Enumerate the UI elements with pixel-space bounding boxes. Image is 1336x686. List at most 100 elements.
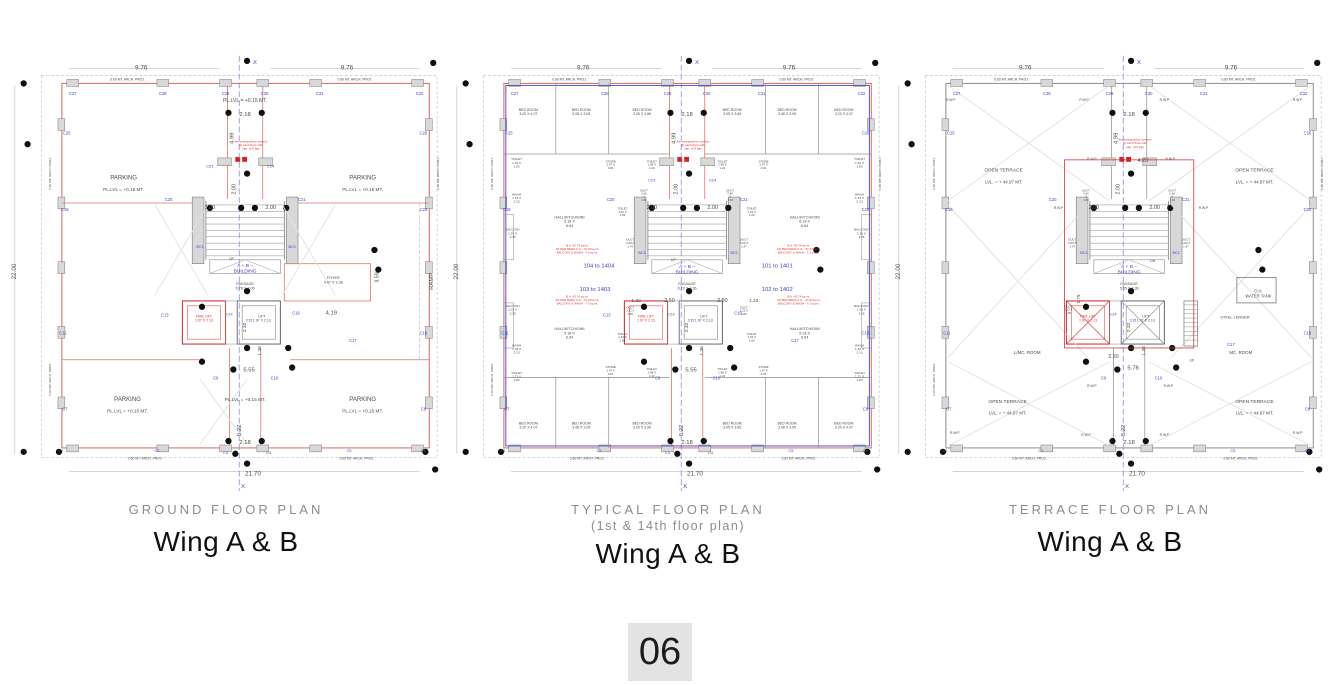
plan-subtitle <box>8 519 444 521</box>
plan-label: 4.19 <box>326 311 337 317</box>
plan-label: C32 <box>1300 91 1308 96</box>
plan-label: C26 <box>862 130 870 135</box>
plan-label: 22.00 <box>11 263 18 279</box>
plan-label: 0.60 MT. ARCH. PROJ. <box>490 363 494 396</box>
plan-label: STEEL LENGER <box>1220 315 1250 320</box>
plan-label: R.W.P <box>946 98 956 102</box>
plan-label: X <box>1125 484 1129 490</box>
plan-label: C19 <box>503 207 511 212</box>
plan-label: C32 <box>858 91 866 96</box>
plan-label: 9.76 <box>1019 65 1032 72</box>
plan-label: 2.18 <box>239 112 250 118</box>
plan-label: 4.99 <box>1113 133 1119 144</box>
plan-label: 5.22 <box>237 425 243 436</box>
plan-label: C21 <box>740 197 748 202</box>
plan-label: C3 <box>223 450 228 455</box>
plan-label: C32 <box>416 91 424 96</box>
plan-label: C8 <box>863 407 869 412</box>
plan-label: 2.50 <box>1108 354 1118 360</box>
plan-label: C1 <box>942 448 947 453</box>
plan-label: PL.LVL = +0.15 MT. <box>103 187 144 192</box>
plan-label: 103 to 1403 <box>580 287 611 293</box>
plan-label: BC2 <box>731 251 738 255</box>
plan-label: 2.50 <box>664 298 674 304</box>
plan-label: C17 <box>791 338 799 343</box>
plan-label: B.A.-43.74 sq.mt.AS PER RERA C.A. - 31.9… <box>777 244 821 255</box>
plan-label: 0.79 <box>1076 294 1081 303</box>
plan-label: C25 <box>947 130 955 135</box>
plan-label: C31 <box>758 91 766 96</box>
plan-label: 1.36 <box>257 346 263 356</box>
plan-label: 0.60 MT. ARCH. PROJ. <box>338 77 373 81</box>
plan-label: X <box>253 60 257 66</box>
plan-label: PL.LVL = +0.15 MT. <box>225 397 266 402</box>
plan-label: C5 <box>1230 448 1236 453</box>
plan-label: 2.32 <box>1126 322 1132 332</box>
plan-wing-title: Wing A & B <box>595 538 741 569</box>
plan-label: C27 <box>69 91 77 96</box>
plan-label: 5.78 <box>1127 366 1138 372</box>
plan-label: C2 <box>1038 448 1043 453</box>
plan-label: 9.76 <box>341 65 354 72</box>
plan-label: X <box>683 484 687 490</box>
plan-label: PL.LVL = +0.15 MT. <box>223 98 267 104</box>
plan-label: 102 to 1402 <box>762 287 793 293</box>
plan-label: 2.00 <box>1115 184 1121 194</box>
plan-label: C11 <box>59 330 67 335</box>
plan-label: PL.LVL = +0.15 MT. <box>342 187 383 192</box>
plan-label: 1.22 <box>631 298 641 304</box>
plan-label: C29 <box>1106 91 1114 96</box>
plan-label: C4 <box>708 450 714 455</box>
plan-label: C29 <box>664 91 672 96</box>
plan-label: 4.23 <box>1138 158 1148 164</box>
plan-label: 0.60 MT. ARCH. PROJ. <box>1012 457 1047 461</box>
plan-label: 5.55 <box>243 367 255 373</box>
plan-label: C20 <box>1049 197 1057 202</box>
plan-label: 9.76 <box>577 65 590 72</box>
plan-label: R.W.P <box>1079 98 1089 102</box>
plan-label: 101 to 1401 <box>762 264 793 270</box>
plan-label: O.H.WATER TANK <box>1245 289 1271 299</box>
plan-label: C23 <box>206 164 213 169</box>
plan-label: 0.60 MT. ARCH. PROJ. <box>340 457 375 461</box>
plan-label: R.W.P <box>1293 431 1303 435</box>
plan-label: C24 <box>709 177 717 182</box>
plan-label: C13 <box>161 313 169 318</box>
plan-label: 2.18 <box>681 440 692 446</box>
plan-label: OPEN TERRACE <box>984 168 1023 174</box>
plan-label: 0.60 MT. ARCH. PROJ. <box>48 363 52 396</box>
plan-label: 2.18 <box>1123 112 1134 118</box>
plan-label: X <box>241 484 245 490</box>
plan-label: 4.99 <box>229 133 235 144</box>
plan-label: C18 <box>420 330 428 335</box>
plan-label: 5.22 <box>1121 425 1127 436</box>
plan-label: A + B –BUILDING <box>1118 264 1141 276</box>
plan-label: BC2 <box>1173 251 1180 255</box>
plan-label: C8 <box>1305 407 1311 412</box>
plan-label: C21 <box>298 197 306 202</box>
plan-label: 0.60 MT. ARCH. PROJ. <box>878 157 882 190</box>
plan-label: 2.00 <box>647 205 657 211</box>
plan-label: 2.00 <box>205 205 215 211</box>
plan-label: fire extinguisher system@ each floor wit… <box>1119 138 1152 149</box>
plan-label: LVL. = + 44.97 MT. <box>1236 179 1274 184</box>
plan-label: C24 <box>267 164 275 169</box>
plan-label: C25 <box>505 130 513 135</box>
